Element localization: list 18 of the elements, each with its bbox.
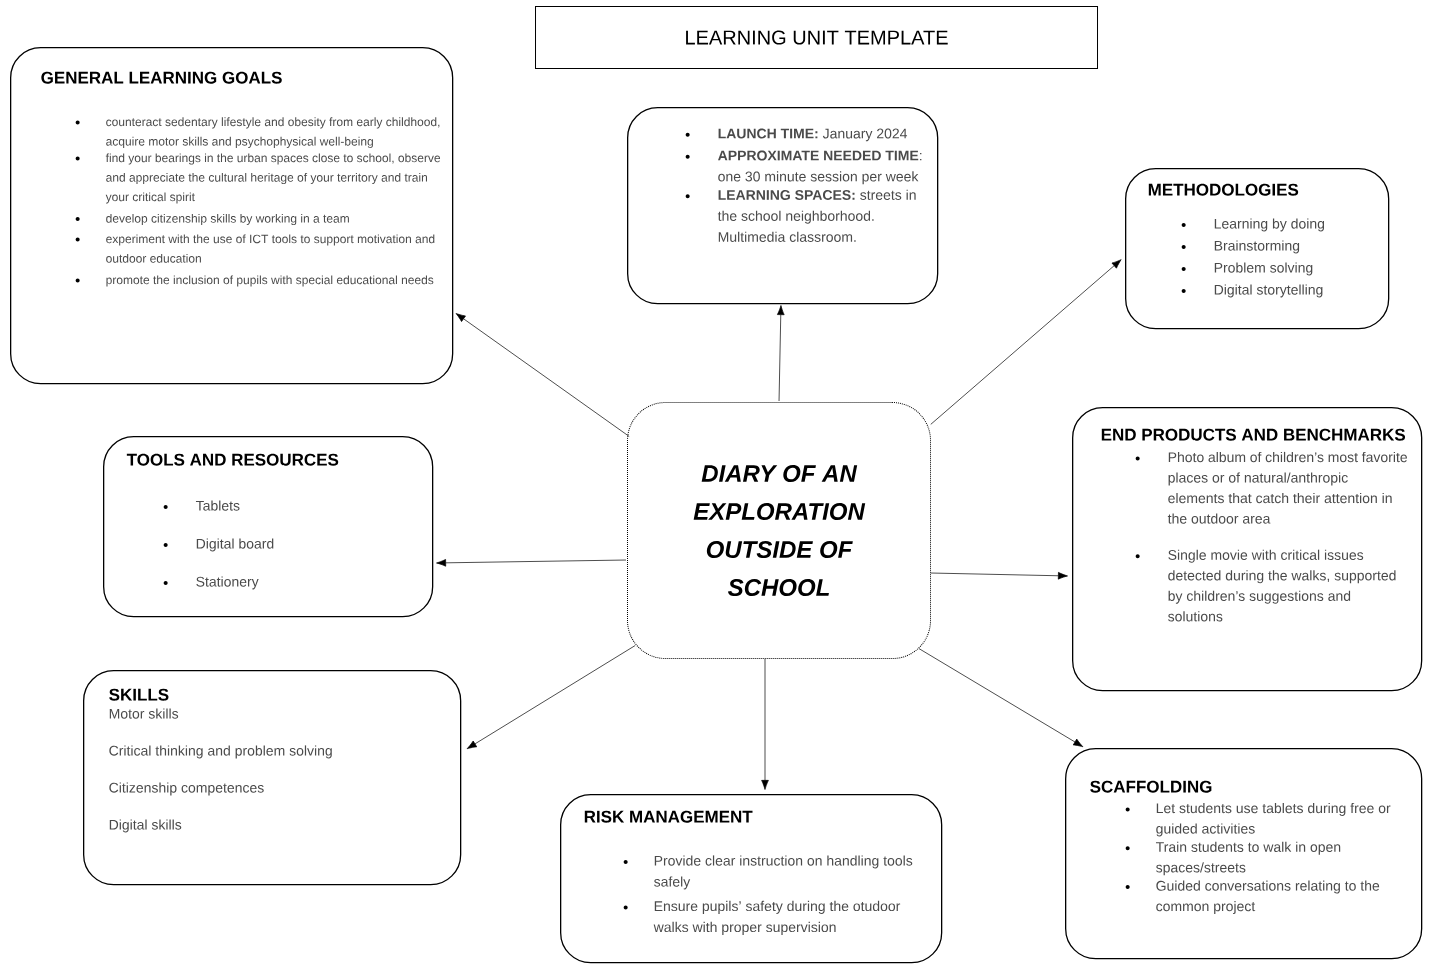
arrow <box>777 305 785 402</box>
rounded-box: TOOLS AND RESOURCES Tablets Digital board Stationery <box>103 436 434 618</box>
rounded-box: SKILLS Motor skills Critical thinking and problem solving Citizenship competences Digital skills <box>83 670 462 886</box>
rounded-box: SCAFFOLDING Let students use tablets during free or guided activities Train students to walk in open spaces/streets Guided conversations relating to the common project <box>1065 748 1423 960</box>
topic-box: DIARY OF AN EXPLORATION OUTSIDE OF SCHOOL <box>627 402 931 659</box>
arrow <box>930 572 1068 580</box>
rounded-box: GENERAL LEARNING GOALS counteract sedentary lifestyle and obesity from early childhood, acquire motor skills and psychophysical well-being find your bearings in the urban spaces close to school, observe and appreciate the cultural heritage of your territory and train your critical spirit develop citizenship skills by working in a team experiment with the use of ICT tools to support motivation and outdoor education promote the inclusion of pupils with special educational needs <box>10 47 454 385</box>
title-box: LEARNING UNIT TEMPLATE <box>535 6 1098 69</box>
rounded-box: RISK MANAGEMENT Provide clear instruction on handling tools safely Ensure pupils’ safety during the otudoor walks with proper supervision <box>560 794 943 964</box>
arrow <box>436 559 627 567</box>
rounded-box: LAUNCH TIME: January 2024 APPROXIMATE NEEDED TIME: one 30 minute session per week LEARNING SPACES: streets in the school neighborhood. Multimedia classroom. <box>627 107 939 305</box>
arrow <box>455 313 630 437</box>
rounded-box: END PRODUCTS AND BENCHMARKS Photo album of children’s most favorite places or of natural/anthropic elements that catch their attention in the outdoor area Single movie with critical issues detected during the walks, supported by children’s suggestions and solutions <box>1072 407 1423 692</box>
arrow <box>466 645 636 750</box>
arrow <box>761 658 769 790</box>
arrow <box>918 648 1084 748</box>
arrow <box>930 259 1122 425</box>
rounded-box: METHODOLOGIES Learning by doing Brainstorming Problem solving Digital storytelling <box>1125 168 1390 330</box>
